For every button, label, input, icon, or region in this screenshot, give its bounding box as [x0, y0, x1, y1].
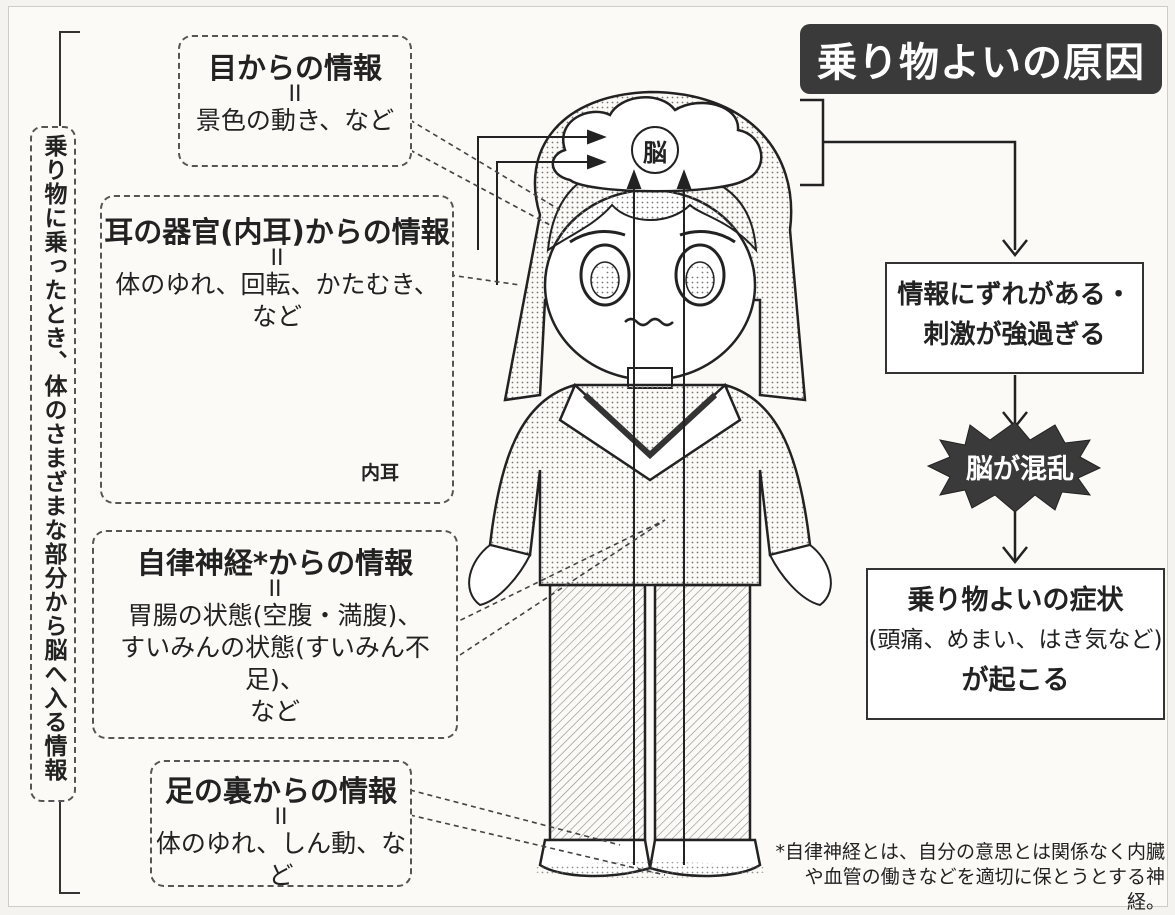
- feet-title: 足の裏からの情報: [164, 774, 397, 808]
- flow-step3-title: 乗り物よいの症状: [907, 585, 1124, 616]
- autonomic-title: 自律神経*からの情報: [136, 546, 414, 580]
- confusion-burst: [926, 421, 1102, 513]
- eyes-title: 目からの情報: [207, 51, 382, 85]
- ear-body-line1: 体のゆれ、回転、かたむき、: [115, 270, 439, 299]
- footnote: *自律神経とは、自分の意思とは関係なく内臓 や血管の働きなどを適切に保とうとする…: [770, 840, 1165, 915]
- flow-step1-line1: 情報にずれがある・: [897, 280, 1132, 310]
- footnote-line2: や血管の働きなどを適切に保とうとする神経。: [804, 866, 1165, 913]
- equals-sign: II: [288, 82, 302, 107]
- side-label: 乗り物に乗ったとき、体のさまざまな部分から脳へ入る情報: [30, 126, 76, 802]
- info-box-feet: 足の裏からの情報 II 体のゆれ、しん動、など: [150, 760, 412, 890]
- info-box-ear: 耳の器官(内耳)からの情報 II 体のゆれ、回転、かたむき、 など: [100, 195, 454, 504]
- autonomic-body-line3: など: [249, 697, 300, 726]
- info-box-autonomic: 自律神経*からの情報 II 胃腸の状態(空腹・満腹)、 すいみんの状態(すいみん…: [92, 530, 458, 739]
- info-box-eyes: 目からの情報 II 景色の動き、など: [178, 35, 412, 167]
- inner-ear-label: 内耳: [360, 462, 399, 484]
- eyes-body: 景色の動き、など: [195, 106, 395, 135]
- flow-step-confusion: 脳が混乱: [966, 454, 1074, 485]
- right-bracket: [800, 98, 1028, 565]
- main-title: 乗り物よいの原因: [800, 24, 1162, 94]
- equals-sign: II: [268, 577, 282, 602]
- flow-step-symptoms: 乗り物よいの症状 (頭痛、めまい、はき気など) が起こる: [866, 568, 1165, 720]
- brain-cloud: [551, 96, 763, 193]
- flow-step-mismatch: 情報にずれがある・ 刺激が強過ぎる: [885, 262, 1144, 374]
- autonomic-body-line2: すいみんの状態(すいみん不足)、: [120, 633, 430, 694]
- feet-body: 体のゆれ、しん動、など: [155, 829, 407, 890]
- ear-title: 耳の器官(内耳)からの情報: [104, 215, 450, 249]
- autonomic-body-line1: 胃腸の状態(空腹・満腹)、: [127, 601, 423, 630]
- equals-sign: II: [274, 805, 288, 830]
- footnote-line1: *自律神経とは、自分の意思とは関係なく内臓: [775, 841, 1165, 863]
- flow-step3-line2: (頭痛、めまい、はき気など): [868, 627, 1163, 653]
- brain-label: 脳: [643, 139, 667, 167]
- signal-arrows: [477, 129, 692, 865]
- leader-lines: [409, 119, 666, 876]
- flow-step3-line3: が起こる: [961, 665, 1070, 696]
- flow-step1-line2: 刺激が強過ぎる: [923, 320, 1106, 350]
- ear-body-line2: など: [251, 302, 302, 331]
- equals-sign: II: [270, 246, 284, 271]
